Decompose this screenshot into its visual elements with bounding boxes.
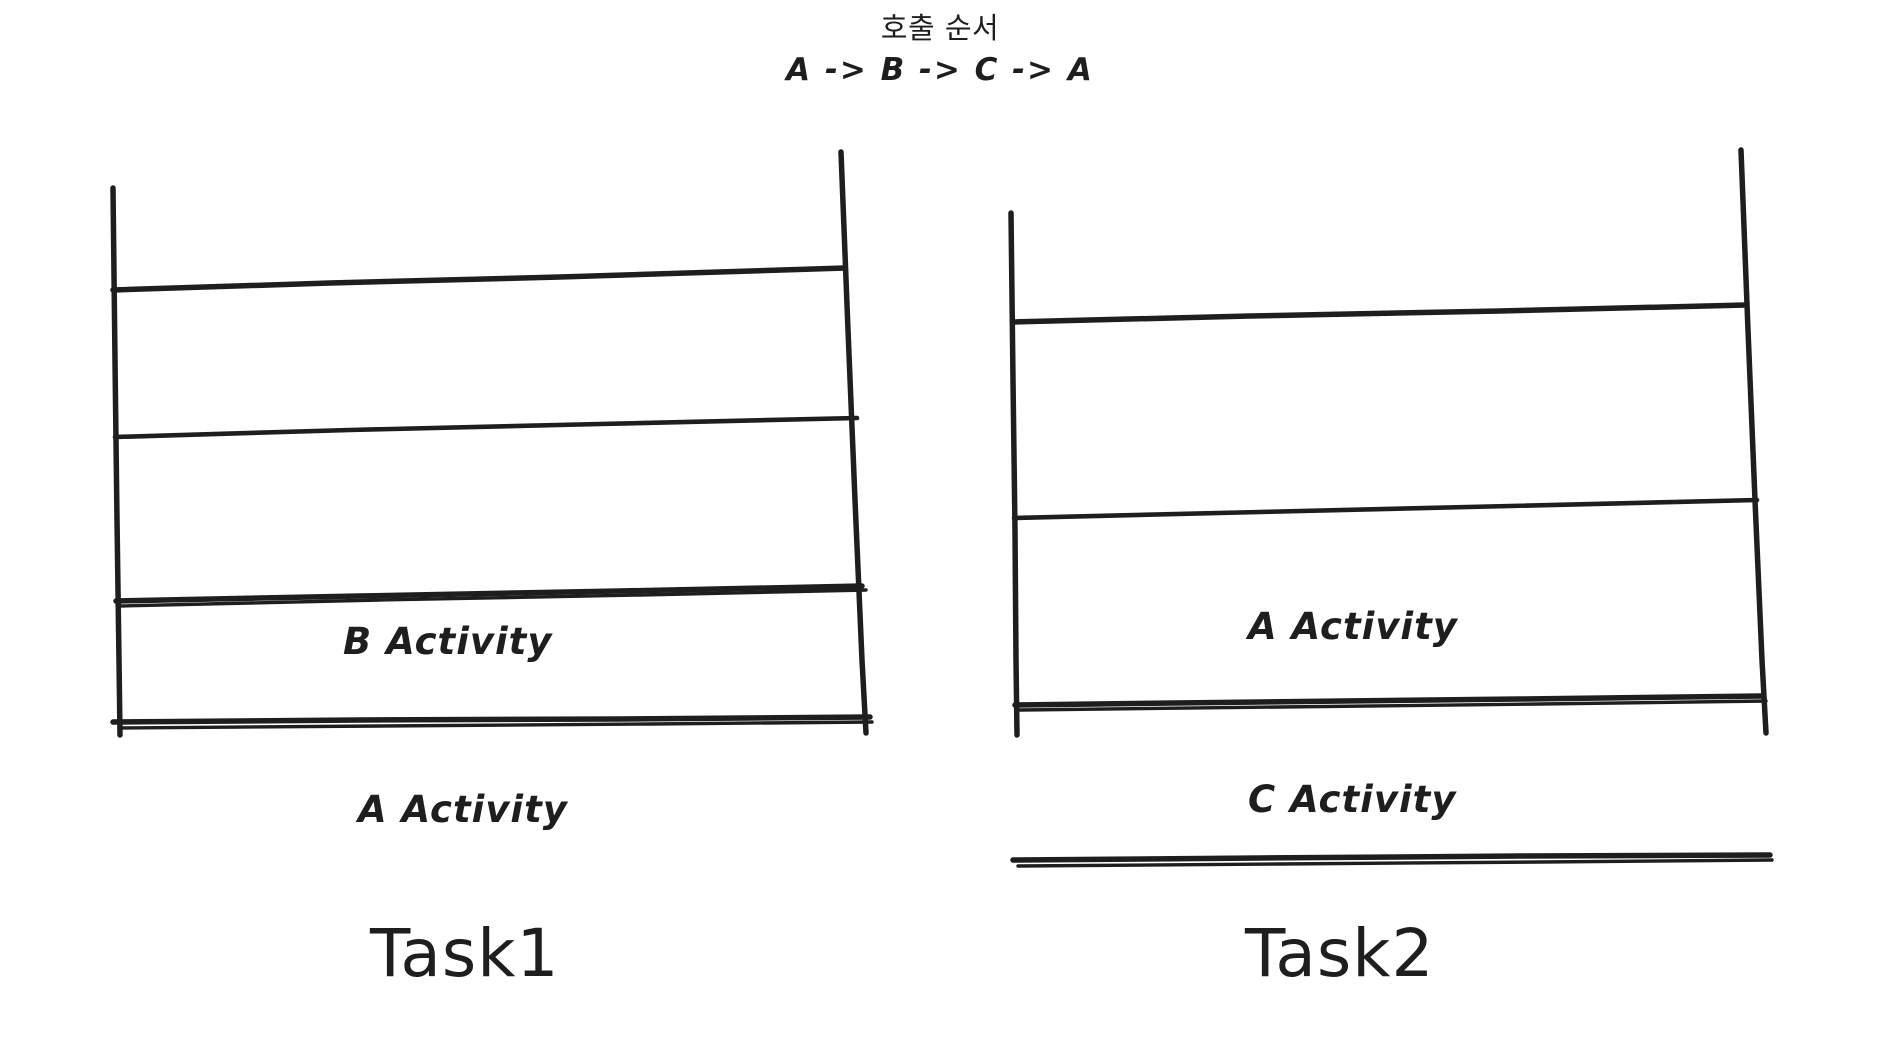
task1-left-edge (110, 185, 123, 738)
task1-divider-3-echo (117, 588, 868, 608)
task2-divider-1 (1010, 302, 1749, 325)
task1-stack (110, 149, 874, 738)
task2-divider-3-echo (1018, 699, 1768, 712)
task1-bottom-edge (110, 714, 873, 725)
task2-bottom-edge (1010, 852, 1773, 863)
task1-right-edge (838, 149, 869, 736)
task2-stack (1008, 147, 1774, 868)
task2-right-edge (1738, 147, 1769, 736)
task2-left-edge (1008, 210, 1020, 738)
task2-bottom-edge-echo (1016, 858, 1774, 868)
task1-divider-2 (112, 415, 860, 440)
task1-bottom-edge-echo (117, 720, 874, 730)
task2-divider-2 (1011, 497, 1760, 521)
task1-divider-3 (113, 583, 865, 604)
task1-divider-1 (110, 265, 848, 293)
task2-divider-3 (1012, 693, 1765, 708)
